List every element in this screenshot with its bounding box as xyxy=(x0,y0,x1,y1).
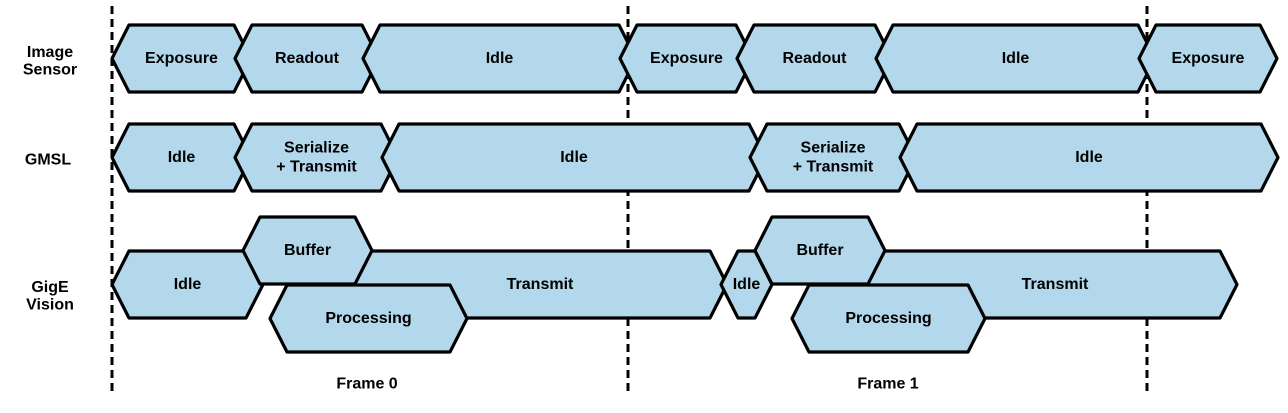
segment-label: Idle xyxy=(174,276,202,293)
gige-vision-segment-processing: Processing xyxy=(790,283,987,354)
segment-label: Serialize xyxy=(801,140,866,157)
frame-label-1: Frame 1 xyxy=(857,376,918,393)
gmsl-segment-serialize-transmit: Serialize + Transmit xyxy=(748,122,918,193)
image-sensor-segment-readout: Readout xyxy=(233,23,381,94)
segment-label: Idle xyxy=(560,149,588,166)
segment-shape xyxy=(233,122,400,193)
segment-label: + Transmit xyxy=(793,159,874,176)
segment-label: Readout xyxy=(275,50,340,67)
lane-label-line: GMSL xyxy=(25,152,71,169)
segment-label: Processing xyxy=(845,310,931,327)
segment-label: Idle xyxy=(1002,50,1030,67)
segment-label: Idle xyxy=(486,50,514,67)
segment-label: Exposure xyxy=(650,50,723,67)
image-sensor-segment-readout: Readout xyxy=(735,23,894,94)
segment-shape xyxy=(1137,23,1279,94)
lane-label-line: Sensor xyxy=(23,61,77,78)
segment-label: Exposure xyxy=(145,50,218,67)
segment-label: Idle xyxy=(733,276,761,293)
image-sensor-segment-idle: Idle xyxy=(361,23,638,94)
image-sensor-segment-exposure: Exposure xyxy=(1137,23,1279,94)
segment-shape xyxy=(241,215,374,286)
image-sensor-segment-idle: Idle xyxy=(874,23,1157,94)
segment-label: Serialize xyxy=(284,140,349,157)
gmsl-segment-idle: Idle xyxy=(380,122,768,193)
segment-shape xyxy=(753,215,887,286)
gige-vision-segment-buffer: Buffer xyxy=(241,215,374,286)
image-sensor-segment-exposure: Exposure xyxy=(618,23,755,94)
segment-label: + Transmit xyxy=(276,159,357,176)
lane-image-sensor: Exposure Readout Idle Exposure Readout Idle Ex… xyxy=(23,23,1279,94)
gmsl-segment-idle: Idle xyxy=(898,122,1280,193)
segment-label: Transmit xyxy=(507,276,574,293)
segment-label: Processing xyxy=(325,310,411,327)
segment-label: Idle xyxy=(1075,149,1103,166)
segment-shape xyxy=(898,122,1280,193)
lane-gmsl: Idle Serialize + Transmit Idle Serialize + Tr… xyxy=(25,122,1280,193)
gige-vision-segment-processing: Processing xyxy=(268,283,469,354)
gige-vision-segment-idle: Idle xyxy=(110,249,265,320)
segment-shape xyxy=(748,122,918,193)
lane-label-line: Vision xyxy=(26,296,74,313)
segment-label: Exposure xyxy=(1172,50,1245,67)
segment-label: Buffer xyxy=(796,242,843,259)
segment-label: Buffer xyxy=(284,242,331,259)
image-sensor-segment-exposure: Exposure xyxy=(110,23,253,94)
segment-label: Idle xyxy=(168,149,196,166)
segment-label: Readout xyxy=(783,50,848,67)
gmsl-segment-serialize-transmit: Serialize + Transmit xyxy=(233,122,400,193)
frame-labels: Frame 0 Frame 1 xyxy=(336,376,918,393)
lane-label-gmsl: GMSL xyxy=(25,152,71,169)
frame-label-0: Frame 0 xyxy=(336,376,397,393)
gmsl-segment-idle: Idle xyxy=(110,122,253,193)
lane-label-line: GigE xyxy=(31,279,69,296)
segment-label: Transmit xyxy=(1022,276,1089,293)
lane-label-line: Image xyxy=(27,44,73,61)
gige-vision-segment-buffer: Buffer xyxy=(753,215,887,286)
